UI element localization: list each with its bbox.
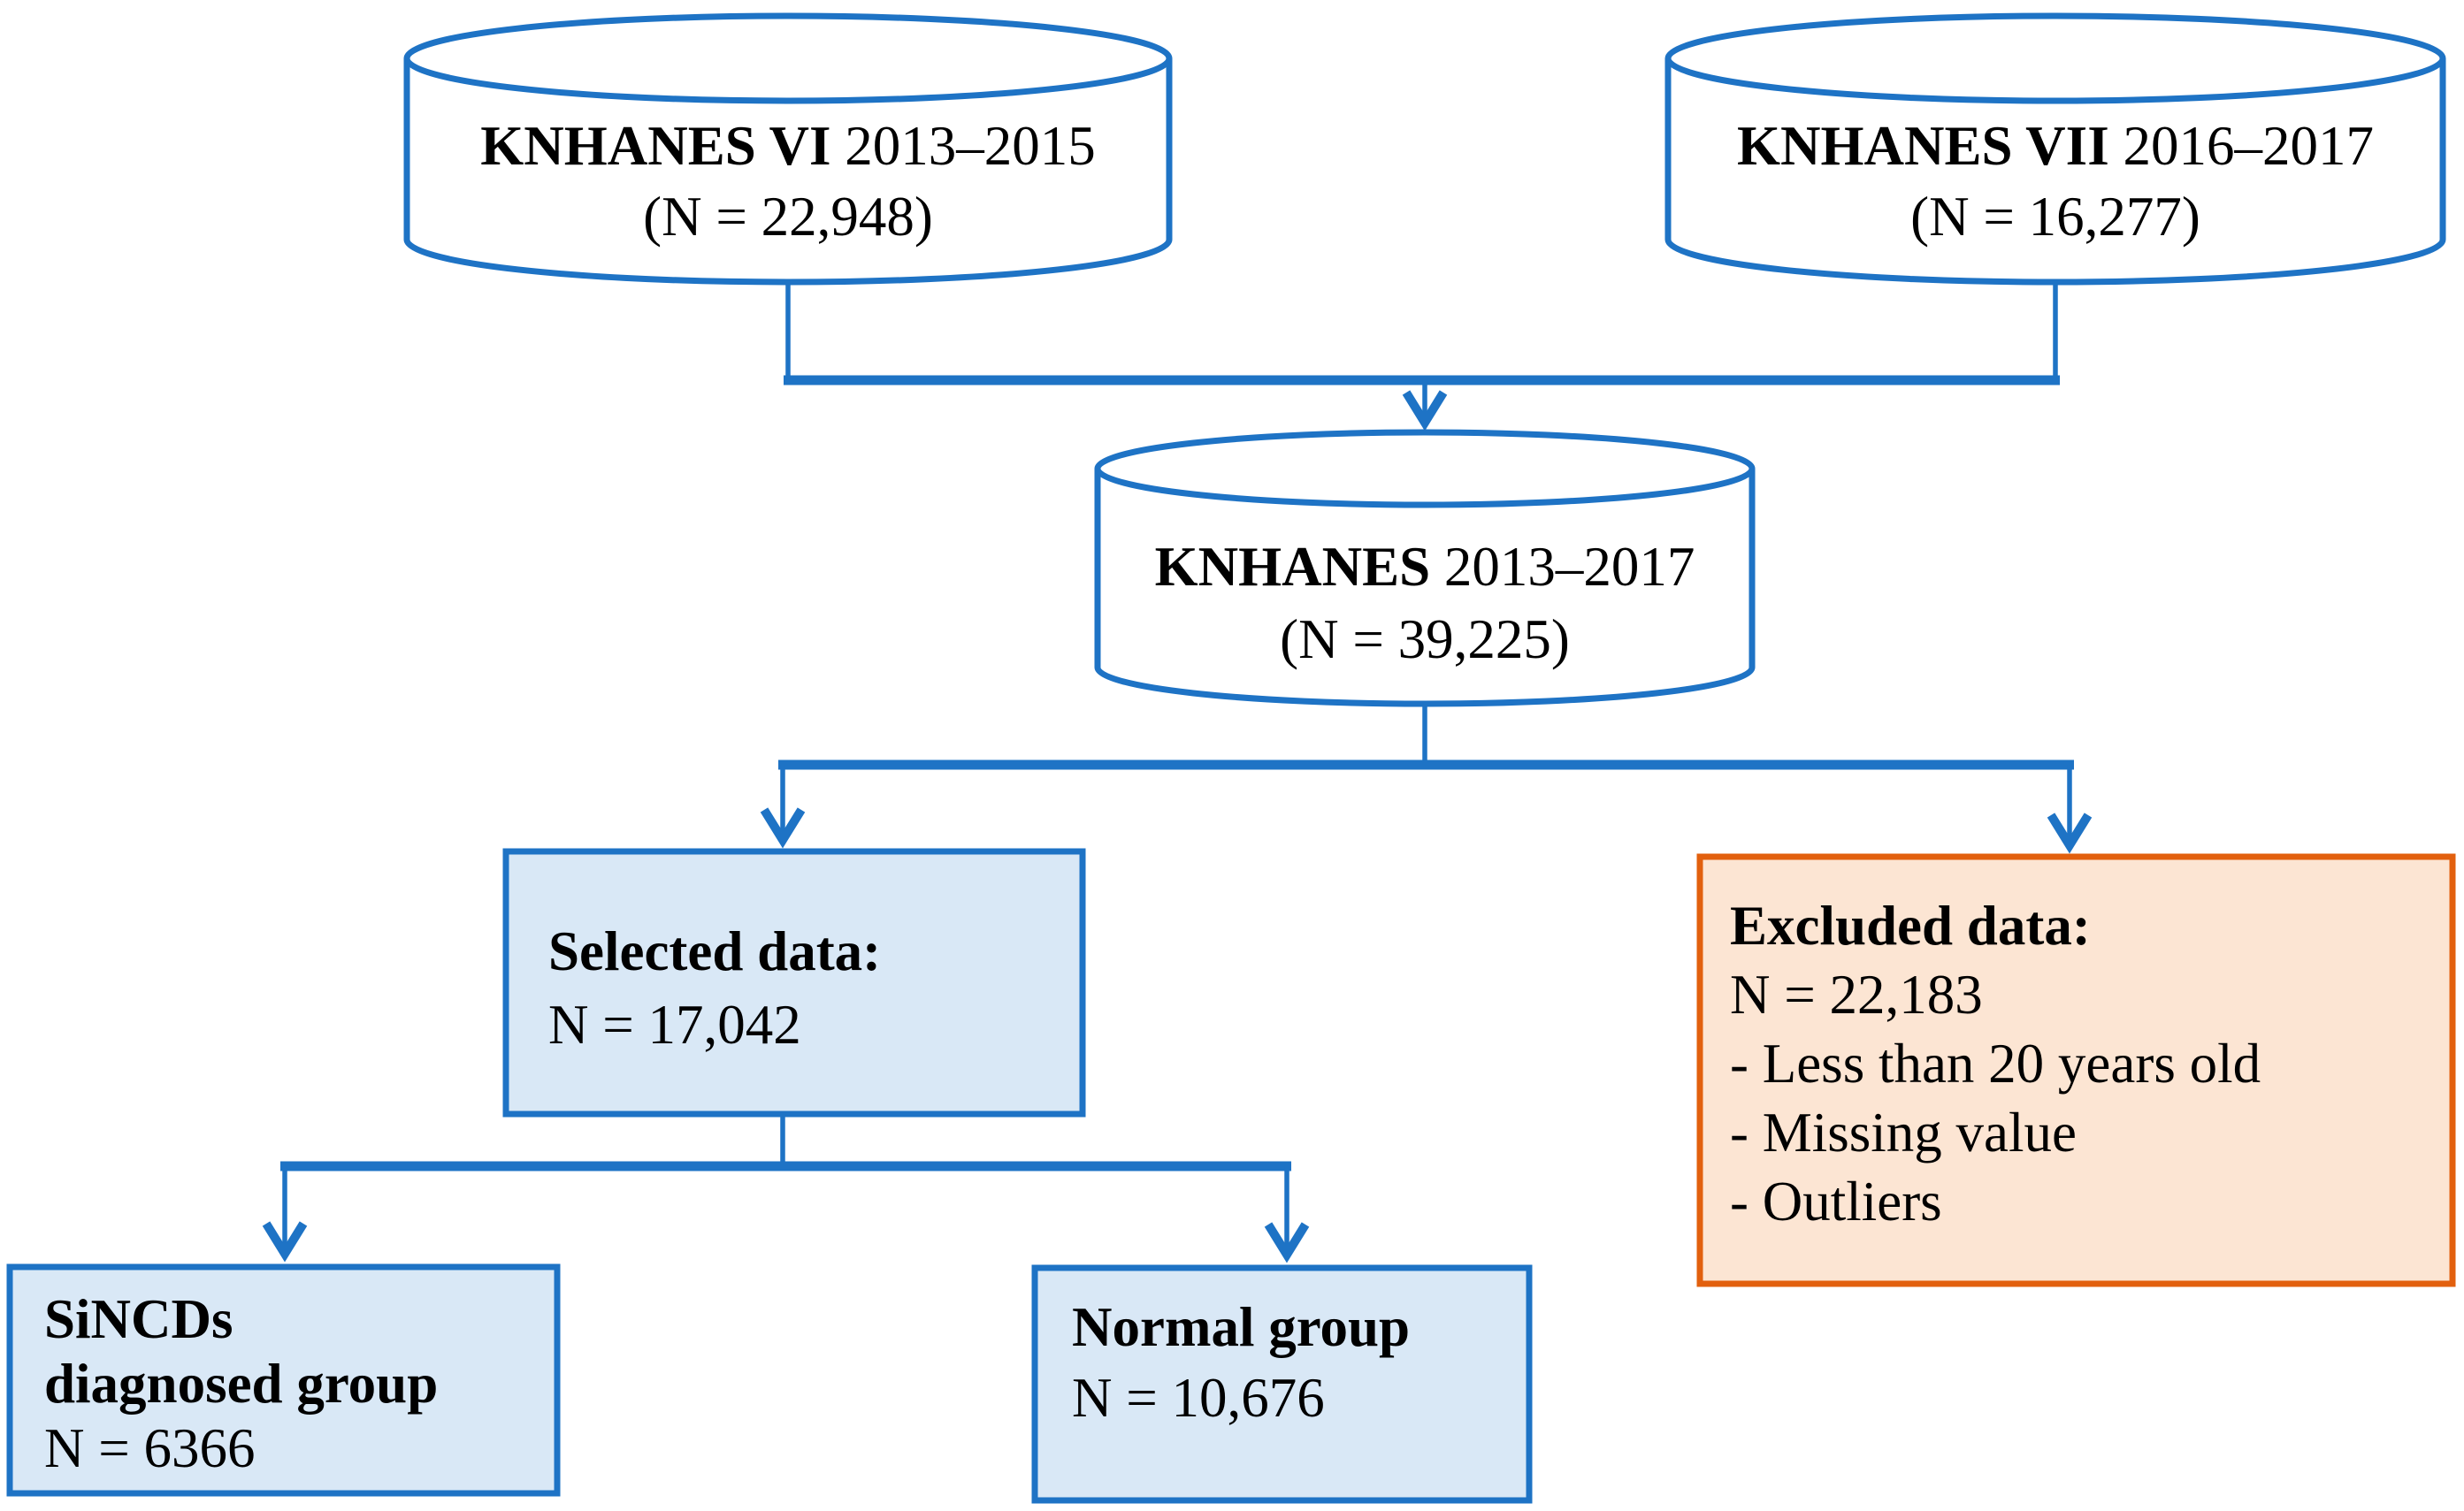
sincds-n: N = 6366 <box>44 1417 256 1479</box>
excluded-line-n: N = 22,183 <box>1730 964 1983 1026</box>
cylinder-pooled-top <box>1094 429 1756 508</box>
selected-box <box>502 848 1086 1118</box>
node-excluded-data: Excluded data: N = 22,183 - Less than 20… <box>1696 853 2456 1287</box>
pooled-n: (N = 39,225) <box>1280 608 1570 670</box>
knhanes-vii-title-bold: KNHANES VII <box>1737 115 2109 177</box>
cylinder-knhanes-vi-top <box>403 12 1173 104</box>
knhanes-vi-title: KNHANES VI 2013–2015 <box>480 115 1095 177</box>
knhanes-vi-title-bold: KNHANES VI <box>480 115 830 177</box>
normal-box <box>1031 1264 1533 1504</box>
pooled-title-bold: KNHANES <box>1155 536 1431 598</box>
excluded-line-age: - Less than 20 years old <box>1730 1033 2261 1095</box>
cylinder-pooled-body <box>1094 469 1756 707</box>
sincds-title-line1: SiNCDs <box>44 1288 233 1350</box>
cylinder-knhanes-vi-body <box>403 58 1173 286</box>
cylinder-knhanes-vii-top <box>1664 12 2446 104</box>
sincds-title-line2: diagnosed group <box>44 1353 438 1415</box>
knhanes-vii-title-years: 2016–2017 <box>2109 115 2374 177</box>
selected-n: N = 17,042 <box>548 994 801 1056</box>
connector-group <box>262 281 2093 1263</box>
node-knhanes-vii: KNHANES VII 2016–2017 (N = 16,277) <box>1664 12 2446 286</box>
knhanes-vi-title-years: 2013–2015 <box>830 115 1095 177</box>
cylinder-knhanes-vii-body <box>1664 58 2446 286</box>
knhanes-vii-n: (N = 16,277) <box>1910 186 2200 248</box>
excluded-title: Excluded data: <box>1730 895 2091 957</box>
knhanes-vi-n: (N = 22,948) <box>643 186 933 248</box>
node-knhanes-vi: KNHANES VI 2013–2015 (N = 22,948) <box>403 12 1173 286</box>
node-knhanes-pooled: KNHANES 2013–2017 (N = 39,225) <box>1094 429 1756 707</box>
knhanes-vii-title: KNHANES VII 2016–2017 <box>1737 115 2374 177</box>
selected-title: Selected data: <box>548 920 881 982</box>
node-selected-data: Selected data: N = 17,042 <box>502 848 1086 1118</box>
pooled-title: KNHANES 2013–2017 <box>1155 536 1695 598</box>
normal-title: Normal group <box>1072 1296 1410 1358</box>
pooled-title-years: 2013–2017 <box>1430 536 1695 598</box>
normal-n: N = 10,676 <box>1072 1367 1325 1429</box>
excluded-line-outliers: - Outliers <box>1730 1171 1942 1232</box>
node-sincds-group: SiNCDs diagnosed group N = 6366 <box>6 1263 561 1497</box>
node-normal-group: Normal group N = 10,676 <box>1031 1264 1533 1504</box>
excluded-box <box>1696 853 2456 1287</box>
excluded-line-missing: - Missing value <box>1730 1102 2077 1164</box>
sincds-box <box>6 1263 561 1497</box>
